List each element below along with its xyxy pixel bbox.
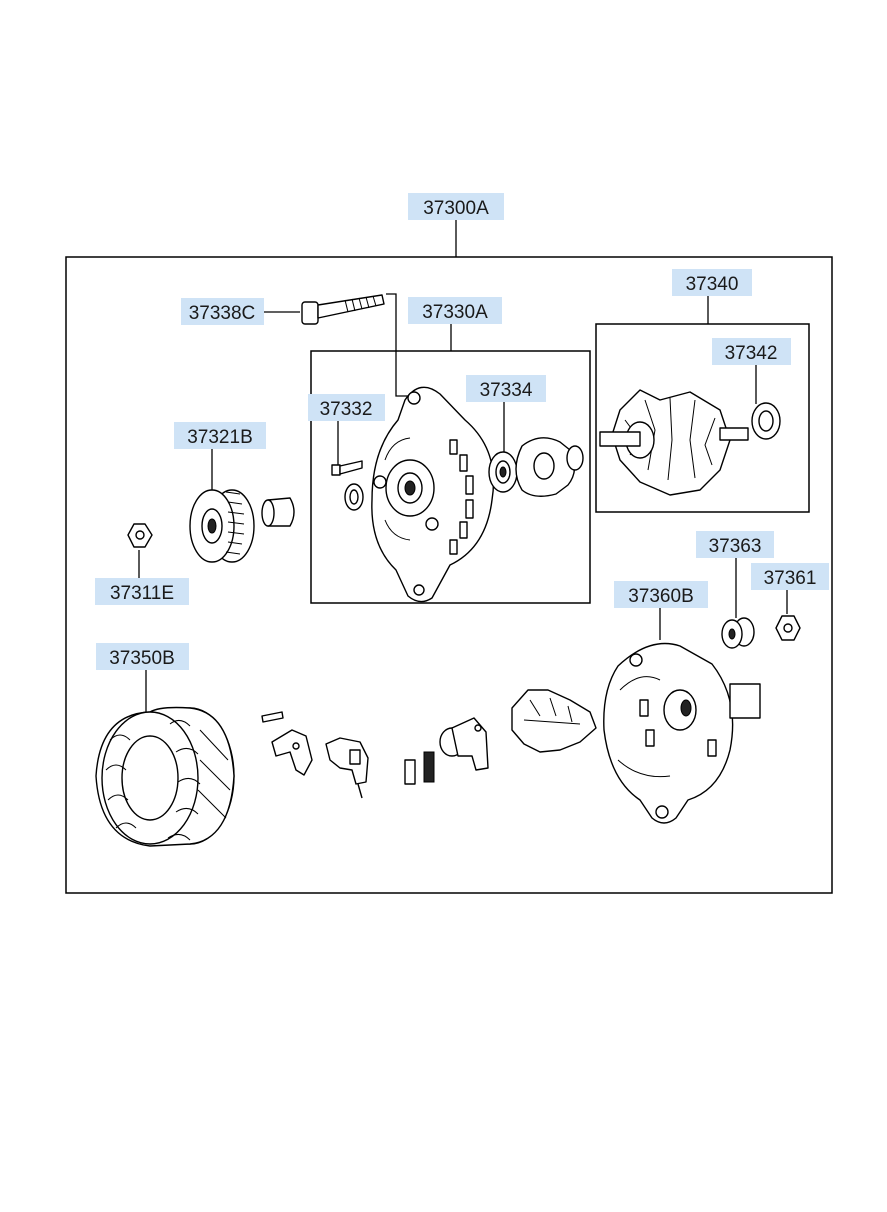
through-bolt (301, 294, 385, 325)
svg-text:37334: 37334 (480, 380, 533, 401)
label-37338C: 37338C (181, 298, 264, 325)
svg-text:37321B: 37321B (187, 427, 253, 448)
rear-housing (603, 642, 761, 824)
front-housing (371, 386, 495, 603)
pulley (189, 489, 255, 563)
label-37330A: 37330A (408, 297, 502, 324)
rotor-bearing (751, 402, 781, 440)
front-bearing (488, 451, 518, 493)
label-37360B: 37360B (614, 581, 708, 608)
label-37332: 37332 (308, 394, 385, 421)
svg-text:37360B: 37360B (628, 586, 694, 607)
rotor-subassembly-frame (595, 323, 810, 513)
svg-text:37363: 37363 (709, 536, 762, 557)
pulley-nut (127, 523, 153, 548)
pulley-spacer (261, 497, 295, 527)
label-37350B: 37350B (96, 643, 189, 670)
svg-text:37350B: 37350B (109, 648, 175, 669)
rectifier-screw (261, 711, 284, 723)
label-37300A: 37300A (408, 193, 504, 220)
svg-text:37300A: 37300A (423, 198, 489, 219)
regulator (511, 689, 597, 753)
svg-text:37332: 37332 (320, 399, 373, 420)
bearing-retainer (515, 437, 584, 497)
label-37311E: 37311E (95, 578, 189, 605)
svg-text:37311E: 37311E (110, 583, 174, 604)
label-37342: 37342 (712, 338, 791, 365)
spacer-ring (344, 483, 364, 511)
terminal-nut (775, 615, 801, 641)
svg-text:37338C: 37338C (189, 303, 256, 324)
svg-text:37330A: 37330A (422, 302, 488, 323)
rotor (599, 389, 749, 496)
label-37334: 37334 (466, 375, 546, 402)
label-37363: 37363 (696, 531, 774, 558)
label-37340: 37340 (672, 269, 752, 296)
terminal-bracket (271, 729, 313, 776)
terminal-insulator (721, 617, 755, 649)
svg-text:37361: 37361 (764, 568, 817, 589)
brush-spring (423, 751, 435, 783)
terminal-plate (325, 737, 369, 799)
svg-text:37340: 37340 (686, 274, 739, 295)
small-screw (331, 460, 363, 476)
brush-holder (439, 717, 489, 771)
label-37321B: 37321B (174, 422, 266, 449)
stator (95, 706, 235, 847)
assembly-frame (65, 256, 833, 894)
brush (404, 759, 416, 785)
label-37361: 37361 (751, 563, 829, 590)
leader-lines (138, 220, 788, 712)
svg-text:37342: 37342 (725, 343, 778, 364)
